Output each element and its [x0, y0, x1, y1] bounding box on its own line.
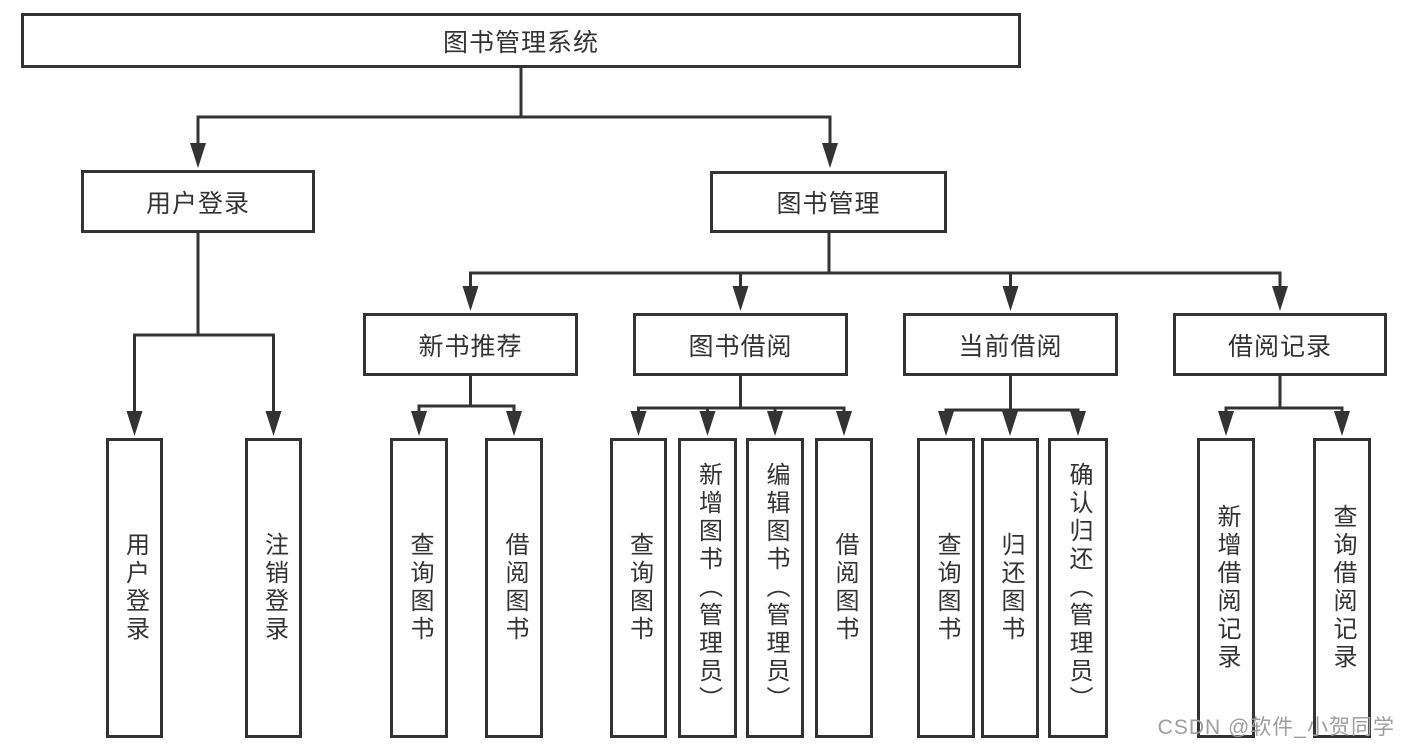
- node-leaf-borrow-books-recommend: 借阅图书: [485, 438, 543, 738]
- arrowhead: [411, 411, 427, 436]
- connector-newbook-to-leaves: [417, 374, 516, 418]
- node-current-borrowing: 当前借阅: [903, 313, 1118, 376]
- arrowhead: [836, 411, 852, 436]
- node-leaf-confirm-return-admin: 确认归还（管理员）: [1048, 438, 1108, 738]
- arrowhead: [1002, 286, 1019, 311]
- arrowhead: [126, 411, 143, 436]
- arrowhead: [1334, 411, 1350, 436]
- arrowhead: [1272, 286, 1288, 311]
- node-leaf-add-books-admin: 新增图书（管理员）: [678, 438, 737, 738]
- node-book-borrowing: 图书借阅: [633, 313, 848, 376]
- node-leaf-logout: 注销登录: [245, 438, 302, 738]
- connector-bookborrow-to-leaves: [637, 374, 846, 418]
- arrowhead: [938, 411, 954, 436]
- node-leaf-add-borrow-record: 新增借阅记录: [1197, 438, 1255, 738]
- csdn-watermark: CSDN @软件_小贺同学: [1157, 716, 1395, 739]
- node-leaf-user-login: 用户登录: [106, 438, 163, 738]
- arrowhead: [699, 411, 716, 436]
- connector-root-to-level2: [196, 64, 832, 150]
- arrowhead: [265, 411, 282, 436]
- node-library-management-system: 图书管理系统: [21, 13, 1021, 68]
- node-leaf-edit-books-admin: 编辑图书（管理员）: [746, 438, 804, 738]
- node-new-book-recommend: 新书推荐: [363, 313, 578, 376]
- connector-records-to-leaves: [1224, 374, 1344, 418]
- node-leaf-query-borrow-record: 查询借阅记录: [1313, 438, 1371, 738]
- node-book-management: 图书管理: [710, 171, 947, 233]
- connector-userlogin-to-leaves: [133, 231, 275, 418]
- arrowhead: [1002, 411, 1018, 436]
- node-borrowing-records: 借阅记录: [1173, 313, 1387, 376]
- arrowhead: [506, 411, 522, 436]
- arrowhead: [190, 143, 206, 168]
- connector-currentborrow-to-leaves: [944, 374, 1080, 418]
- node-user-login-group: 用户登录: [81, 170, 315, 233]
- arrowhead: [462, 286, 479, 311]
- arrowhead: [822, 143, 838, 168]
- arrowhead: [1218, 411, 1234, 436]
- arrowhead: [767, 411, 783, 436]
- arrowhead: [630, 411, 647, 436]
- arrowhead: [1070, 411, 1086, 436]
- node-leaf-return-books: 归还图书: [981, 438, 1039, 738]
- connector-bookmgmt-to-level3: [469, 231, 1282, 293]
- node-leaf-query-books-recommend: 查询图书: [390, 438, 448, 738]
- node-leaf-query-books-borrowing: 查询图书: [610, 438, 667, 738]
- arrowhead: [732, 286, 749, 311]
- node-leaf-borrow-books-borrowing: 借阅图书: [815, 438, 873, 738]
- node-leaf-query-books-current: 查询图书: [917, 438, 975, 738]
